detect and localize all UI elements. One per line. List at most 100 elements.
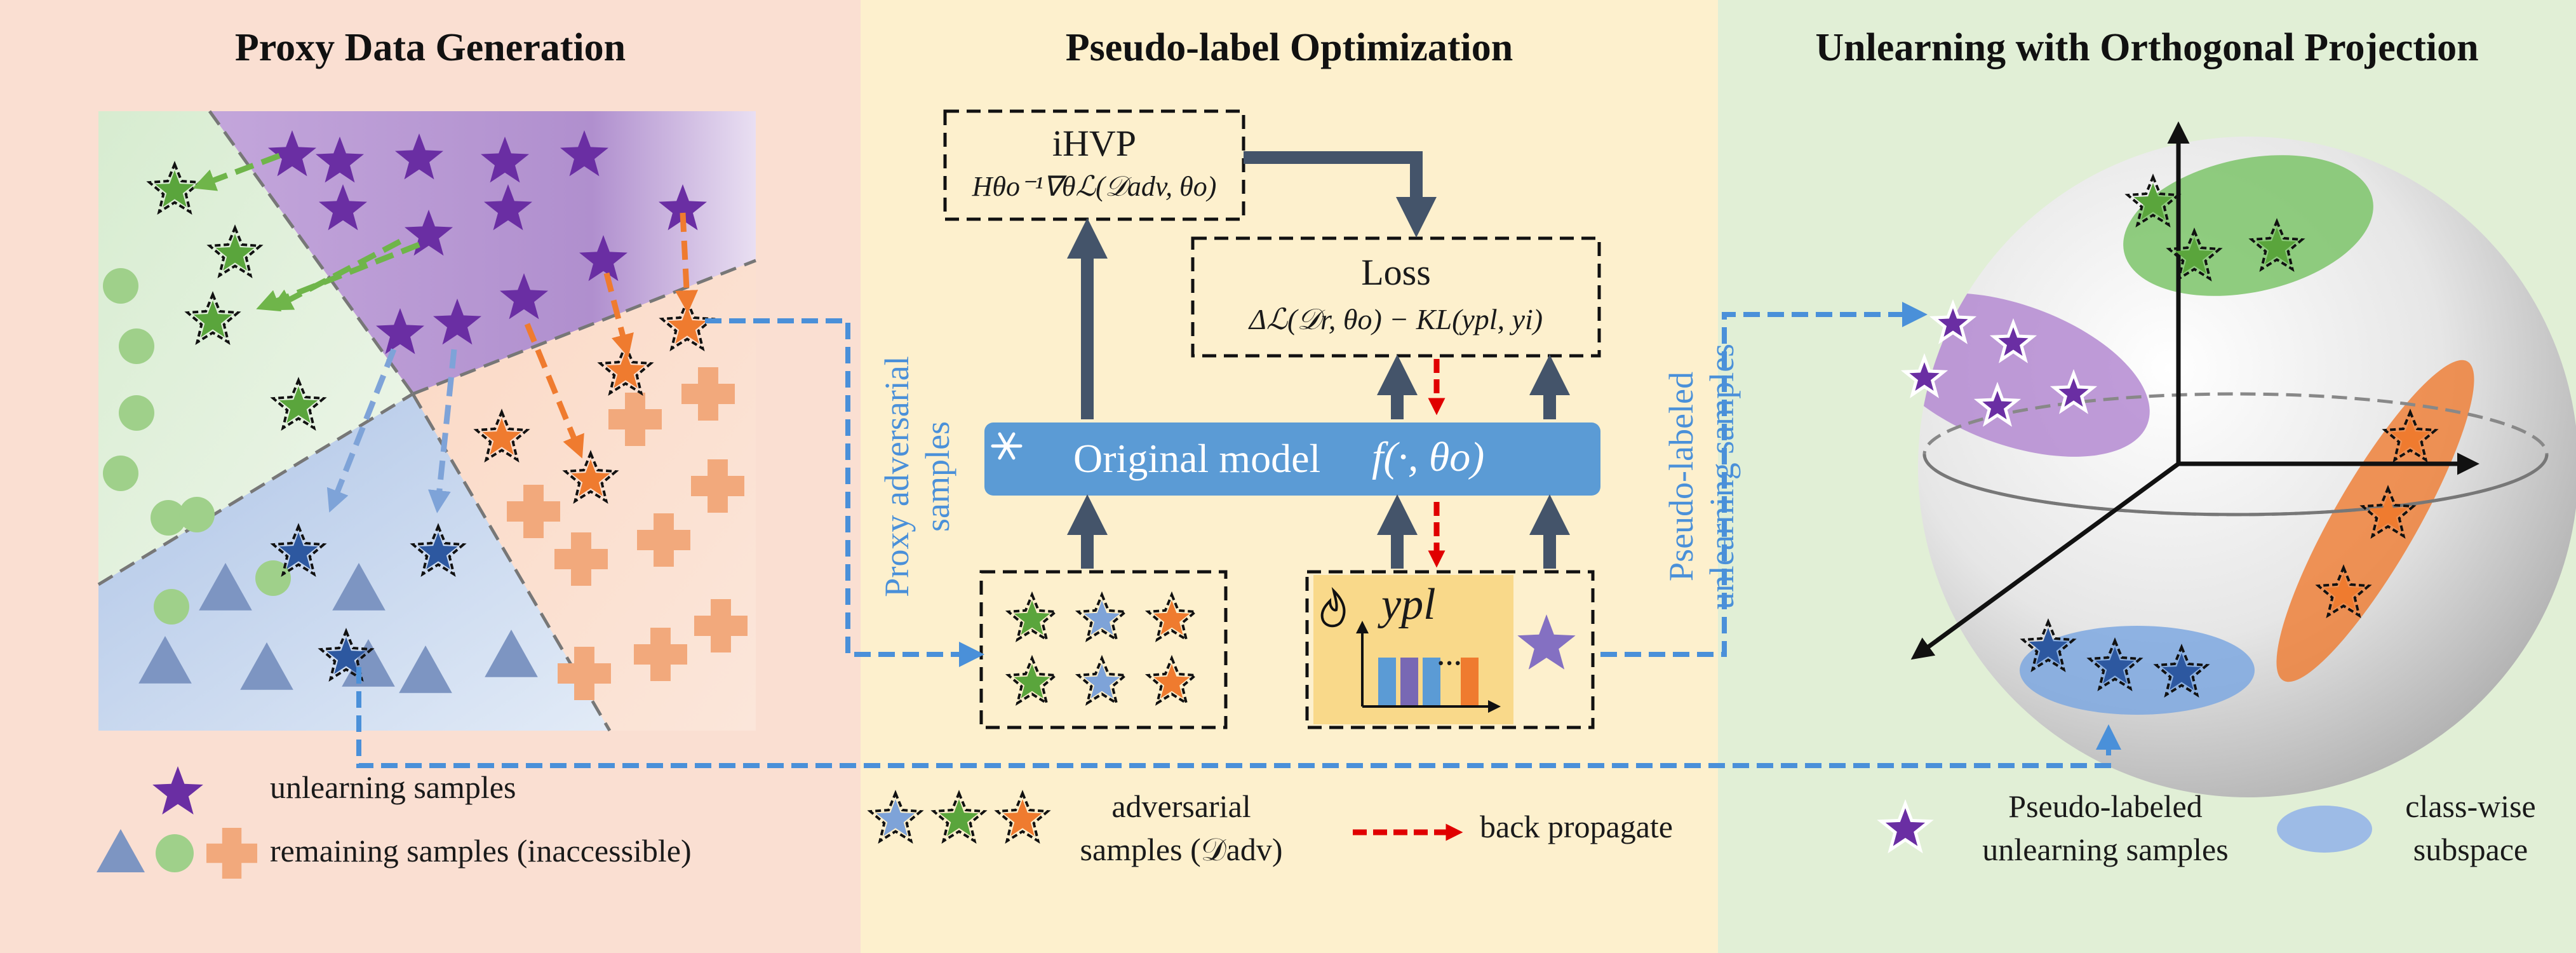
legend-subspace-line2: subspace xyxy=(2413,832,2528,867)
histogram-bar xyxy=(1378,658,1396,705)
adversarial-star-marker xyxy=(571,459,610,496)
model-flow-arrows xyxy=(1066,151,1571,569)
adversarial-outline xyxy=(2020,618,2077,672)
original-model-bar xyxy=(984,422,1600,496)
pseudo-labeled-label: Pseudo-labeled unlearning samples xyxy=(1661,299,1742,654)
adversarial-star-marker xyxy=(1014,600,1050,635)
decision-boundary xyxy=(208,110,415,395)
adversarial-outline xyxy=(1075,591,1129,642)
adversarial-star-marker xyxy=(215,234,255,271)
adversarial-star-marker xyxy=(193,301,232,337)
adversarial-star-marker xyxy=(2175,237,2214,274)
adversarial-star-marker xyxy=(279,386,318,423)
adversarial-legend-star xyxy=(876,799,915,836)
proxy-adversarial-line1: Proxy adversarial xyxy=(878,356,916,597)
unlearning-star-marker xyxy=(376,308,424,355)
green-class-region xyxy=(98,111,413,585)
remaining-plus-marker xyxy=(634,628,688,681)
adversarial-outline xyxy=(2086,637,2143,691)
adversarial-outline xyxy=(473,409,530,463)
adversarial-outline xyxy=(2153,644,2210,698)
remaining-triangle-marker xyxy=(199,563,252,611)
adversarial-star-marker xyxy=(2257,227,2297,264)
adversarial-outline xyxy=(1005,591,1059,642)
perturbation-arrow xyxy=(524,323,584,459)
loss-title: Loss xyxy=(1361,252,1431,293)
legend-pseudo-line1: Pseudo-labeled xyxy=(2008,788,2203,824)
adv-legend-line1: adversarial xyxy=(1111,788,1251,824)
adversarial-star-marker xyxy=(279,532,318,569)
remaining-circle-marker xyxy=(103,456,138,491)
pseudo-labeled-star-marker xyxy=(1929,299,1977,344)
pseudo-labeled-star-marker xyxy=(1973,381,2022,427)
remaining-plus-marker xyxy=(681,367,735,421)
remaining-triangle-marker xyxy=(240,642,293,690)
remaining-circle-marker xyxy=(119,395,154,431)
adversarial-outline xyxy=(994,790,1051,844)
adversarial-outline xyxy=(597,342,654,396)
original-model-label: Original model xyxy=(1073,436,1321,481)
middle-panel-title: Pseudo-label Optimization xyxy=(1065,26,1513,69)
original-sample-flow xyxy=(356,667,2121,768)
adversarial-star-marker xyxy=(2391,418,2430,455)
left-panel-title: Proxy Data Generation xyxy=(234,26,626,69)
perturbation-arrow xyxy=(675,212,699,313)
remaining-circle-marker xyxy=(179,497,215,532)
perturbation-arrow xyxy=(192,152,281,191)
ihvp-formula: Hθo⁻¹∇θℒ(𝒟adv, θo) xyxy=(972,171,1217,202)
adversarial-outline xyxy=(1144,591,1199,642)
unlearning-star-marker xyxy=(500,273,548,320)
adversarial-outline xyxy=(1005,654,1059,706)
legend-unlearning-star xyxy=(152,766,203,814)
unlearning-star-marker xyxy=(484,184,532,231)
backprop-label: back propagate xyxy=(1480,809,1674,844)
adversarial-star-marker xyxy=(482,418,521,455)
adversarial-star-marker xyxy=(1083,664,1120,699)
decision-boundary xyxy=(412,259,756,396)
adversarial-outline xyxy=(2248,218,2305,272)
remaining-plus-marker xyxy=(637,513,691,567)
remaining-circle-marker xyxy=(151,500,186,536)
adversarial-star-marker xyxy=(2095,647,2135,684)
histogram-ellipsis: ··· xyxy=(1437,649,1463,677)
adversarial-outline xyxy=(2382,409,2439,463)
unlearning-star-marker xyxy=(560,130,608,177)
unlearning-star-marker xyxy=(268,130,316,177)
adversarial-legend-star xyxy=(939,799,979,836)
adversarial-legend-star xyxy=(1003,799,1042,836)
flow-arrow xyxy=(1244,151,1437,238)
coordinate-axes xyxy=(1910,121,2479,660)
adversarial-outline xyxy=(562,450,619,504)
remaining-triangle-marker xyxy=(485,630,538,677)
ihvp-title: iHVP xyxy=(1052,123,1137,164)
equator-front xyxy=(1922,454,2549,517)
proxy-adversarial-flow xyxy=(705,318,984,667)
left-legend xyxy=(97,766,257,879)
legend-plus xyxy=(206,828,257,879)
adversarial-star-marker xyxy=(1083,600,1120,635)
loss-formula: Δℒ(𝒟r, θo) − KL(ypl, yi) xyxy=(1249,303,1543,335)
adversarial-outline xyxy=(1075,654,1129,706)
adversarial-star-marker xyxy=(2133,183,2173,220)
unlearning-star-marker xyxy=(579,235,627,281)
adversarial-star-marker xyxy=(1014,664,1050,699)
loss-box xyxy=(1191,236,1601,358)
blue-class-region xyxy=(98,394,610,731)
remaining-circle-marker xyxy=(103,268,138,304)
unlearning-star-marker xyxy=(1517,614,1576,670)
decision-boundary xyxy=(97,392,414,586)
remaining-plus-marker xyxy=(507,485,560,538)
adv-legend-line2: samples (𝒟adv) xyxy=(1080,832,1283,867)
adversarial-star-marker xyxy=(606,351,645,388)
adversarial-star-marker xyxy=(2029,628,2068,665)
remaining-circle-marker xyxy=(119,328,154,364)
adversarial-outline xyxy=(270,523,327,577)
adversarial-outline xyxy=(270,377,327,431)
original-model-formula: f(·, θo) xyxy=(1372,434,1485,480)
proxy-data-plot xyxy=(97,110,756,732)
adversarial-star-marker xyxy=(326,637,366,674)
legend-unlearning-label: unlearning samples xyxy=(270,769,516,805)
adversarial-outline xyxy=(2359,485,2417,539)
ypl-label: ypl xyxy=(1381,580,1436,629)
proxy-adversarial-line2: samples xyxy=(918,421,956,532)
